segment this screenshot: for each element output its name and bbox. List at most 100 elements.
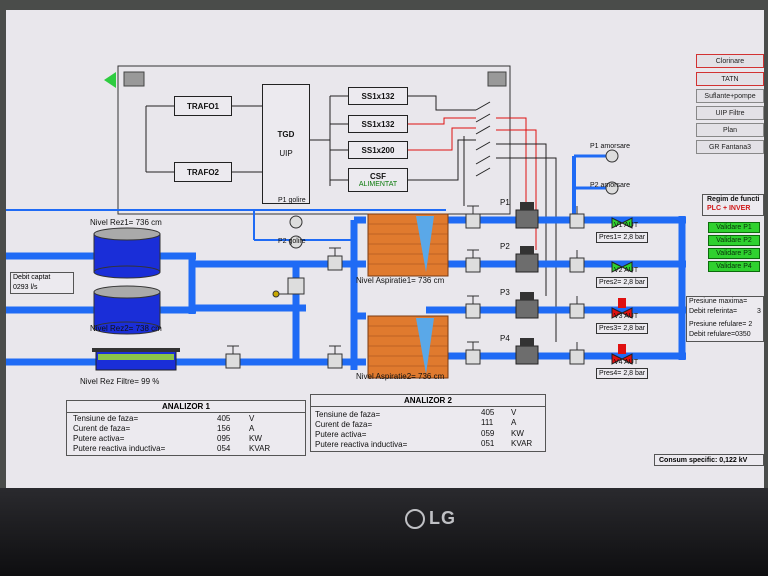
debit-captat-label: Debit captat: [13, 274, 51, 281]
pump-golire-2-label: P2 golire: [278, 238, 306, 245]
menu-suflante-button[interactable]: Suflante+pompe: [696, 89, 764, 103]
ss3-box[interactable]: SS1x200: [348, 141, 408, 159]
tgd-label: TGD: [277, 130, 295, 139]
a2-curent-value: 111: [481, 418, 494, 427]
valve-v4-label: V4 AUT: [614, 359, 639, 366]
menu-gr-fantana3-button[interactable]: GR Fantana3: [696, 140, 764, 154]
a1-curent-value: 156: [217, 424, 231, 433]
pump-golire-2-icon: [289, 235, 303, 249]
a1-putere-activa-label: Putere activa=: [73, 434, 125, 443]
a2-curent-label: Curent de faza=: [315, 420, 373, 429]
valve-v2-icon: [611, 261, 633, 273]
a2-putere-reactiva-label: Putere reactiva inductiva=: [315, 440, 408, 449]
menu-plan-button[interactable]: Plan: [696, 123, 764, 137]
debit-captat-panel: Debit captat 0293 l/s: [10, 272, 74, 294]
tgd-box[interactable]: TGD UIP: [262, 84, 310, 204]
validare-p3-button[interactable]: Validare P3: [708, 248, 760, 259]
a2-tensiune-label: Tensiune de faza=: [315, 410, 381, 419]
pump-amorsare-1-label: P1 amorsare: [590, 143, 631, 150]
pump-p2-icon: [515, 246, 539, 273]
electrical-frame: [117, 65, 511, 215]
debit-referinta-label: Debit referinta=: [689, 308, 738, 315]
pump-p3-label: P3: [500, 288, 510, 297]
pump-p3-icon: [515, 292, 539, 319]
level-asp2-label: Nivel Aspiratie2= 736 cm: [356, 372, 445, 381]
regim-title: Regim de functi: [707, 196, 760, 203]
valve-v1-icon: [611, 217, 633, 229]
pump-golire-1-label: P1 golire: [278, 197, 306, 204]
pres3-value: Pres3= 2,8 bar: [596, 323, 649, 334]
level-rez1-label: Nivel Rez1= 736 cm: [90, 218, 162, 227]
validare-p4-button[interactable]: Validare P4: [708, 261, 760, 272]
a1-putere-activa-unit: KW: [249, 434, 262, 443]
pres1-value: Pres1= 2,8 bar: [596, 232, 649, 243]
a1-tensiune-value: 405: [217, 414, 231, 423]
a2-putere-activa-unit: KW: [511, 429, 524, 438]
presiune-refulare-label: Presiune refulare= 2: [689, 321, 753, 328]
a1-putere-reactiva-value: 054: [217, 444, 231, 453]
level-asp1-label: Nivel Aspiratie1= 736 cm: [356, 276, 445, 285]
reservoir-filtre-icon: [92, 348, 180, 371]
a2-putere-reactiva-unit: KVAR: [511, 439, 533, 448]
reservoir-rez2-icon: [93, 285, 161, 335]
a2-putere-activa-label: Putere activa=: [315, 430, 367, 439]
trafo2-box[interactable]: TRAFO2: [174, 162, 232, 182]
consum-specific: Consum specific: 0,122 kV: [654, 454, 764, 466]
a1-curent-label: Curent de faza=: [73, 424, 131, 433]
valve-v1-label: V1 AUT: [614, 222, 639, 229]
monitor-brand-logo: LG: [405, 508, 456, 530]
ss1-box[interactable]: SS1x132: [348, 87, 408, 105]
valve-v4-icon: [611, 344, 633, 365]
monitor-bezel: [0, 488, 768, 576]
fan-icon: [123, 71, 145, 87]
fan-icon: [487, 71, 507, 87]
a1-putere-reactiva-unit: KVAR: [249, 444, 271, 453]
presiune-maxima-label: Presiune maxima=: [689, 298, 748, 305]
pump-p2-label: P2: [500, 242, 510, 251]
menu-clorinare-button[interactable]: Clorinare: [696, 54, 764, 68]
validare-p1-button[interactable]: Validare P1: [708, 222, 760, 233]
analizor1-panel: ANALIZOR 1 Tensiune de faza= 405 V Curen…: [66, 400, 306, 456]
a1-putere-activa-value: 095: [217, 434, 231, 443]
pump-golire-1-icon: [289, 215, 303, 229]
scada-screen: TRAFO1 TRAFO2 TGD UIP SS1x132 SS1x132 SS…: [6, 10, 764, 498]
a1-tensiune-label: Tensiune de faza=: [73, 414, 139, 423]
menu-tatn-button[interactable]: TATN: [696, 72, 764, 86]
lg-logo-icon: [405, 509, 425, 530]
valve-v2-label: V2 AUT: [614, 267, 639, 274]
regim-mode: PLC + INVER: [707, 205, 751, 212]
a2-tensiune-unit: V: [511, 408, 517, 417]
valve-v3-icon: [611, 298, 633, 319]
a1-curent-unit: A: [249, 424, 255, 433]
alimentat-label: ALIMENTAT: [358, 181, 398, 188]
a2-putere-reactiva-value: 051: [481, 439, 495, 448]
uip-label: UIP: [279, 149, 293, 158]
menu-uip-filtre-button[interactable]: UIP Filtre: [696, 106, 764, 120]
aspiration-tank-2-icon: [367, 315, 449, 379]
regim-panel: Regim de functi PLC + INVER: [702, 194, 764, 216]
manual-valve-icon: [225, 205, 585, 369]
validare-p2-button[interactable]: Validare P2: [708, 235, 760, 246]
home-arrow-icon: [104, 72, 116, 88]
trafo1-box[interactable]: TRAFO1: [174, 96, 232, 116]
aspiration-tank-1-icon: [367, 213, 449, 277]
csf-box[interactable]: CSF ALIMENTAT: [348, 168, 408, 192]
pump-amorsare-2-icon: [605, 181, 619, 195]
pump-p1-icon: [515, 202, 539, 229]
pres2-value: Pres2= 2,8 bar: [596, 277, 649, 288]
analizor2-panel: ANALIZOR 2 Tensiune de faza= 405 V Curen…: [310, 394, 546, 452]
debit-referinta-value: 3: [757, 308, 761, 315]
a1-tensiune-unit: V: [249, 414, 255, 423]
pump-amorsare-2-label: P2 amorsare: [590, 182, 631, 189]
pump-p4-label: P4: [500, 334, 510, 343]
a2-curent-unit: A: [511, 418, 517, 427]
analizor1-title: ANALIZOR 1: [67, 401, 305, 413]
analizor2-title: ANALIZOR 2: [311, 395, 545, 407]
debit-captat-value: 0293 l/s: [13, 284, 38, 291]
monitor-brand-text: LG: [429, 508, 456, 528]
a1-putere-reactiva-label: Putere reactiva inductiva=: [73, 444, 166, 453]
ss2-box[interactable]: SS1x132: [348, 115, 408, 133]
a2-tensiune-value: 405: [481, 408, 495, 417]
reservoir-rez1-icon: [93, 227, 161, 279]
pump-p1-label: P1: [500, 198, 510, 207]
